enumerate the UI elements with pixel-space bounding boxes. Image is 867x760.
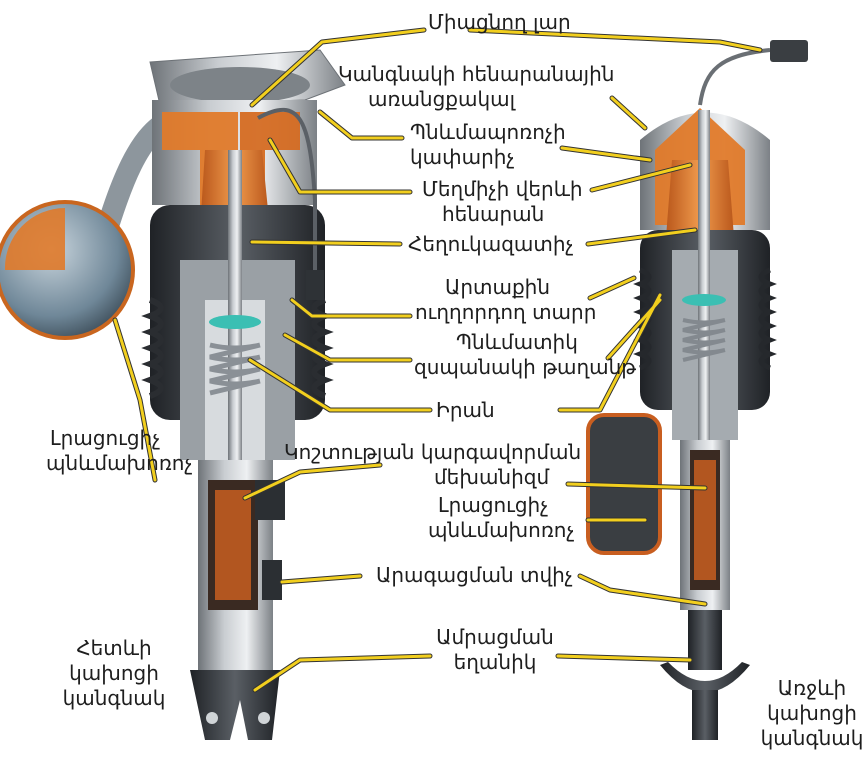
label-reservoir-left: Լրացուցիչ պնևմախոռոչ bbox=[46, 426, 193, 476]
label-front-strut: Առջևի կախոցի կանգնակ bbox=[757, 676, 867, 751]
label-rear-strut: Հետևի կախոցի կանգնակ bbox=[54, 636, 174, 711]
label-piston-cover: Պնևմապոռոչի կափարիչ bbox=[410, 120, 566, 170]
label-stiffness-valve: Կոշտության կարգավորման մեխանիզմ bbox=[284, 440, 581, 490]
connector-plug bbox=[770, 40, 808, 62]
label-bump-stop: Հեղուկազատիչ bbox=[408, 232, 574, 257]
label-piston: Իրան bbox=[436, 398, 495, 423]
label-speed-sensor: Արագացման տվիչ bbox=[376, 563, 573, 588]
label-upper-housing: Կանգնակի հենարանային առանցքակալ bbox=[338, 62, 614, 112]
piston-rod bbox=[228, 150, 242, 470]
front-strut-drawing bbox=[588, 40, 808, 740]
label-air-spring: Պնևմատիկ զսպանակի թաղանթ bbox=[414, 330, 636, 380]
label-outer-guide: Արտաքին ուղղորդող տարր bbox=[415, 275, 596, 325]
label-connecting-wire: Միացնող լար bbox=[428, 10, 571, 35]
label-mount-fork: Ամրացման եղանիկ bbox=[430, 625, 560, 675]
label-damper-mount: Մեղմիչի վերևի հենարան bbox=[422, 177, 583, 227]
label-reservoir-center: Լրացուցիչ պնևմախոռոչ bbox=[428, 493, 575, 543]
